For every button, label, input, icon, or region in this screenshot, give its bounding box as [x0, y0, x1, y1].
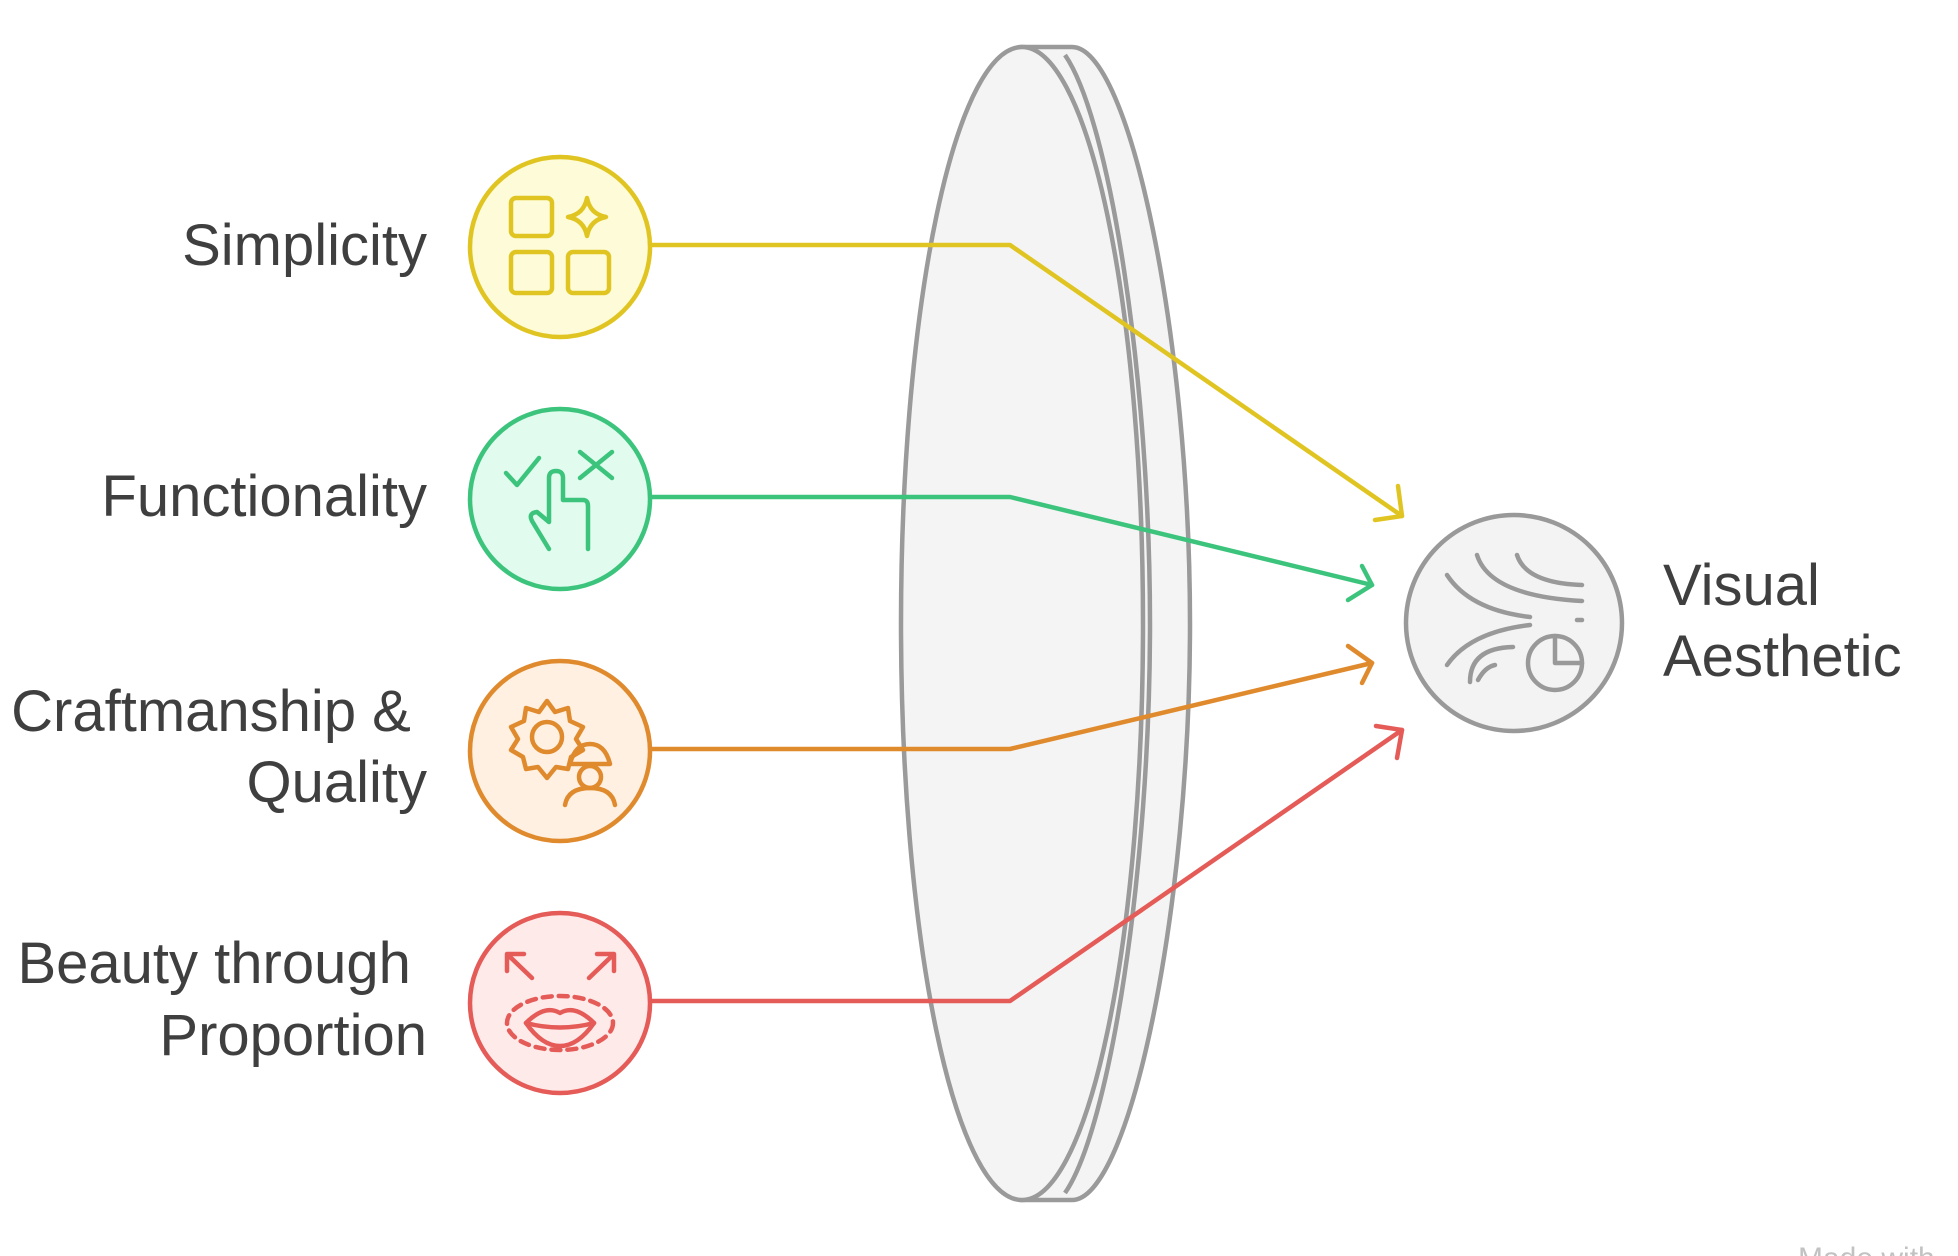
- lens-front-face: [898, 44, 1146, 1203]
- node-functionality-circle: [467, 406, 653, 592]
- node-craftmanship: [467, 658, 653, 844]
- node-functionality: [467, 406, 653, 592]
- node-simplicity-circle: [467, 154, 653, 340]
- gear-worker-icon: [508, 698, 618, 808]
- watermark: Made with: [1798, 1242, 1935, 1256]
- lips-expand-icon: [504, 951, 617, 1053]
- connector-craftmanship: [649, 660, 1375, 752]
- node-visual-aesthetic-circle: [1403, 512, 1625, 734]
- label-simplicity: Simplicity: [182, 213, 427, 278]
- node-visual-aesthetic: [1403, 512, 1625, 734]
- arrowhead-craftmanship: [1345, 643, 1375, 686]
- node-craftmanship-circle: [467, 658, 653, 844]
- label-simplicity-line-1: Simplicity: [182, 213, 427, 278]
- hand-check-cross-icon: [503, 449, 615, 552]
- connector-functionality: [649, 494, 1375, 588]
- shapes-sparkle-icon: [508, 195, 612, 296]
- label-functionality-line-1: Functionality: [101, 464, 427, 529]
- label-craftmanship-line-2: Quality: [246, 750, 427, 815]
- connectors: [649, 242, 1405, 1004]
- node-beauty: [467, 910, 653, 1096]
- label-craftmanship-line-1: Craftmanship &: [11, 679, 411, 744]
- arrowhead-beauty: [1373, 723, 1405, 761]
- labels: Simplicity Functionality Craftmanship & …: [11, 213, 1901, 1068]
- connector-simplicity: [649, 242, 1405, 519]
- label-visual-aesthetic-line-2: Aesthetic: [1663, 624, 1902, 689]
- label-visual-aesthetic-line-1: Visual: [1663, 553, 1820, 618]
- label-functionality: Functionality: [101, 464, 427, 529]
- label-beauty-line-2: Proportion: [159, 1003, 427, 1068]
- lens-inner-curve: [1063, 53, 1153, 1195]
- node-beauty-circle: [467, 910, 653, 1096]
- label-beauty: Beauty through Proportion: [17, 931, 427, 1068]
- label-visual-aesthetic: Visual Aesthetic: [1663, 553, 1902, 689]
- connector-beauty: [649, 727, 1405, 1004]
- arrowhead-functionality: [1345, 563, 1375, 603]
- arrowhead-simplicity: [1372, 483, 1405, 523]
- flow-chart-icon: [1444, 552, 1585, 693]
- label-craftmanship: Craftmanship & Quality: [11, 679, 427, 815]
- node-simplicity: [467, 154, 653, 340]
- label-beauty-line-1: Beauty through: [17, 931, 410, 996]
- lens: [898, 44, 1193, 1203]
